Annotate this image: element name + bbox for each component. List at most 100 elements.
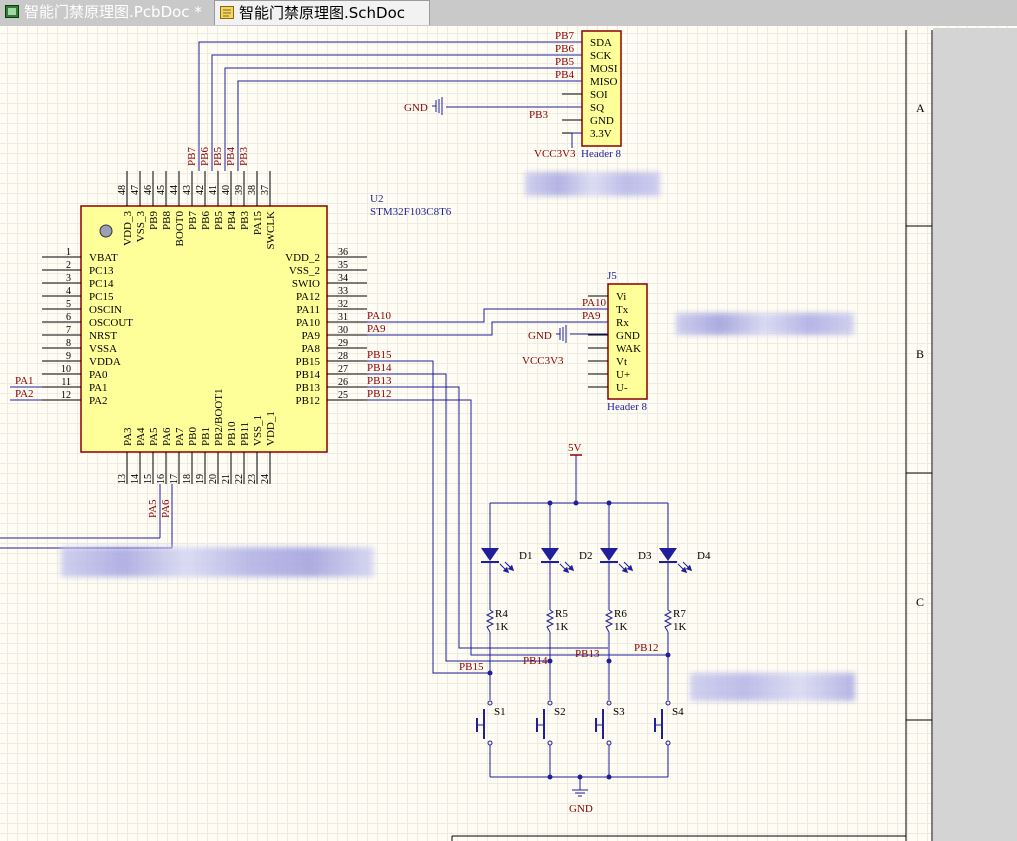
pin-name: PB2/BOOT1 (213, 389, 225, 446)
pin-name: PA9 (301, 330, 320, 342)
pin-number: 13 (117, 474, 128, 484)
header-pin-name: U- (616, 382, 628, 394)
switch-designator: S1 (494, 706, 506, 718)
switch-s1[interactable]: S1 (476, 700, 506, 746)
resistor-designator: R4 (495, 608, 508, 620)
pin-number: 1 (66, 247, 71, 258)
pin-name: PA11 (296, 304, 320, 316)
header-j5-comment: Header 8 (607, 401, 648, 413)
zone-label-b: B (916, 347, 924, 361)
switch-designator: S2 (554, 706, 566, 718)
header-j5-body (607, 283, 648, 400)
header-j5-designator: J5 (607, 270, 617, 282)
pin-name: VDD_2 (285, 252, 320, 264)
resistor-designator: R5 (555, 608, 568, 620)
pin-name: PB3 (239, 211, 251, 230)
pin-number: 42 (195, 185, 206, 195)
led-designator: D2 (579, 550, 592, 562)
pin-name: PB7 (187, 211, 199, 230)
pin-number: 17 (169, 474, 180, 484)
pin-name: PB8 (161, 211, 173, 230)
mcu-body (80, 205, 328, 453)
switch-contact-icon (547, 700, 553, 706)
pin-name: PA0 (89, 369, 108, 381)
led-designator: D1 (519, 550, 532, 562)
pin-number: 4 (66, 286, 71, 297)
document-tab-bar: 智能门禁原理图.PcbDoc * 智能门禁原理图.SchDoc (0, 0, 1017, 27)
tab-pcbdoc[interactable]: 智能门禁原理图.PcbDoc * (0, 0, 236, 24)
switch-contact-icon (606, 740, 612, 746)
net-label: PB12 (634, 642, 658, 654)
led-d4[interactable]: D4 (659, 548, 711, 574)
ground-symbol[interactable]: GND (569, 789, 593, 815)
pin-number: 19 (195, 474, 206, 484)
pin-name: PB4 (226, 211, 238, 230)
switch-s4[interactable]: S4 (654, 700, 684, 746)
pin-number: 25 (338, 390, 348, 401)
pin-number: 48 (117, 185, 128, 195)
mcu-part-number: STM32F103C8T6 (370, 206, 452, 218)
pin-number: 11 (61, 377, 71, 388)
pin-name: PA1 (89, 382, 108, 394)
net-label: PB6 (555, 43, 574, 55)
pin-name: NRST (89, 330, 117, 342)
switch-contact-icon (487, 700, 493, 706)
net-label: PB4 (555, 69, 574, 81)
led-d2[interactable]: D2 (541, 548, 592, 574)
pin-number: 43 (182, 185, 193, 195)
tab-label: 智能门禁原理图.SchDoc (239, 4, 406, 22)
header-pin-name: Vt (616, 356, 627, 368)
pin-name: VSS_1 (252, 415, 264, 446)
resistor-designator: R6 (614, 608, 627, 620)
redacted-annotation (690, 673, 855, 701)
pin-name: PA8 (301, 343, 320, 355)
net-label: PB5 (212, 147, 224, 166)
resistor-value: 1K (614, 621, 628, 633)
header-top-pb3-label: PB3 (529, 109, 548, 121)
pin-number: 22 (234, 474, 245, 484)
switch-contact-icon (547, 740, 553, 746)
pin-number: 12 (61, 390, 71, 401)
pin-name: BOOT0 (174, 211, 186, 247)
schematic-document-icon (220, 6, 234, 19)
pin-number: 8 (66, 338, 71, 349)
switch-s2[interactable]: S2 (536, 700, 566, 746)
switch-s3[interactable]: S3 (595, 700, 625, 746)
header-pin-name: SDA (590, 37, 612, 49)
pin-number: 41 (208, 185, 219, 195)
led-d1[interactable]: D1 (481, 548, 532, 574)
redacted-annotation (676, 313, 854, 335)
mcu-designator: U2 (370, 193, 383, 205)
net-label: PB14 (367, 362, 392, 374)
header-top-comment: Header 8 (581, 148, 622, 160)
pin-number: 23 (247, 474, 258, 484)
header-pin-name: Vi (616, 291, 626, 303)
pin-number: 36 (338, 247, 348, 258)
net-label: PB13 (367, 375, 392, 387)
pin-number: 14 (130, 474, 141, 484)
switch-contact-icon (606, 700, 612, 706)
header-pin-name: SQ (590, 102, 604, 114)
header-pin-name: U+ (616, 369, 630, 381)
pin-number: 34 (338, 273, 348, 284)
net-label: PA5 (147, 499, 159, 518)
net-label: PA10 (582, 297, 607, 309)
tab-schdoc[interactable]: 智能门禁原理图.SchDoc (214, 0, 430, 25)
led-d3[interactable]: D3 (600, 548, 652, 574)
header-j5-vcc-label: VCC3V3 (522, 355, 564, 367)
net-label: PA9 (367, 323, 386, 335)
header-pin-name: GND (616, 330, 640, 342)
supply-5v[interactable]: 5V (568, 442, 582, 456)
net-label: PB15 (459, 661, 484, 673)
zone-label-a: A (916, 101, 925, 115)
pin-name: PB6 (200, 211, 212, 230)
pin-number: 16 (156, 474, 167, 484)
